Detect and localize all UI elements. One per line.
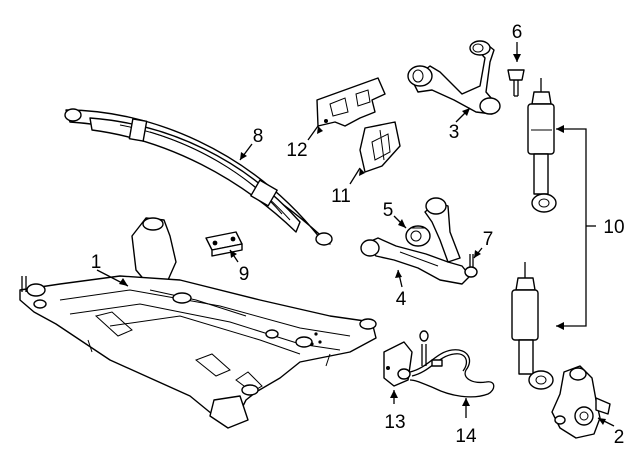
bracket-icon	[359, 121, 401, 173]
insulator-pad-icon	[205, 231, 243, 257]
leaf-spring-icon	[64, 108, 333, 246]
callout-11: 11	[331, 186, 351, 207]
callout-13: 13	[384, 412, 405, 433]
shock-absorber-icon	[511, 262, 554, 390]
steering-knuckle-icon	[551, 365, 611, 439]
bushing-icon	[405, 225, 431, 247]
height-sensor-icon	[383, 330, 429, 387]
arrowheads	[119, 54, 606, 425]
ball-joint-icon	[464, 254, 478, 278]
upper-control-arm-icon	[407, 40, 501, 115]
callout-4: 4	[396, 289, 407, 310]
crossmember-frame-icon	[19, 217, 377, 429]
callout-12: 12	[286, 140, 307, 161]
callout-9: 9	[239, 264, 250, 285]
callout-1: 1	[91, 252, 102, 273]
callout-2: 2	[614, 427, 625, 448]
shock-absorber-icon	[527, 78, 557, 213]
callout-8: 8	[253, 126, 264, 147]
callout-3: 3	[449, 122, 460, 143]
callout-10: 10	[603, 217, 624, 238]
bolt-icon	[507, 69, 525, 97]
callout-7: 7	[483, 229, 494, 250]
callout-5: 5	[383, 200, 394, 221]
callout-labels: 1 2 3 4 5 6 7 8 9 10 11 12 13 14	[91, 22, 625, 448]
callout-14: 14	[455, 426, 477, 447]
mount-plate-icon	[316, 77, 386, 127]
callout-6: 6	[512, 22, 523, 43]
sensor-harness-icon	[409, 349, 495, 398]
